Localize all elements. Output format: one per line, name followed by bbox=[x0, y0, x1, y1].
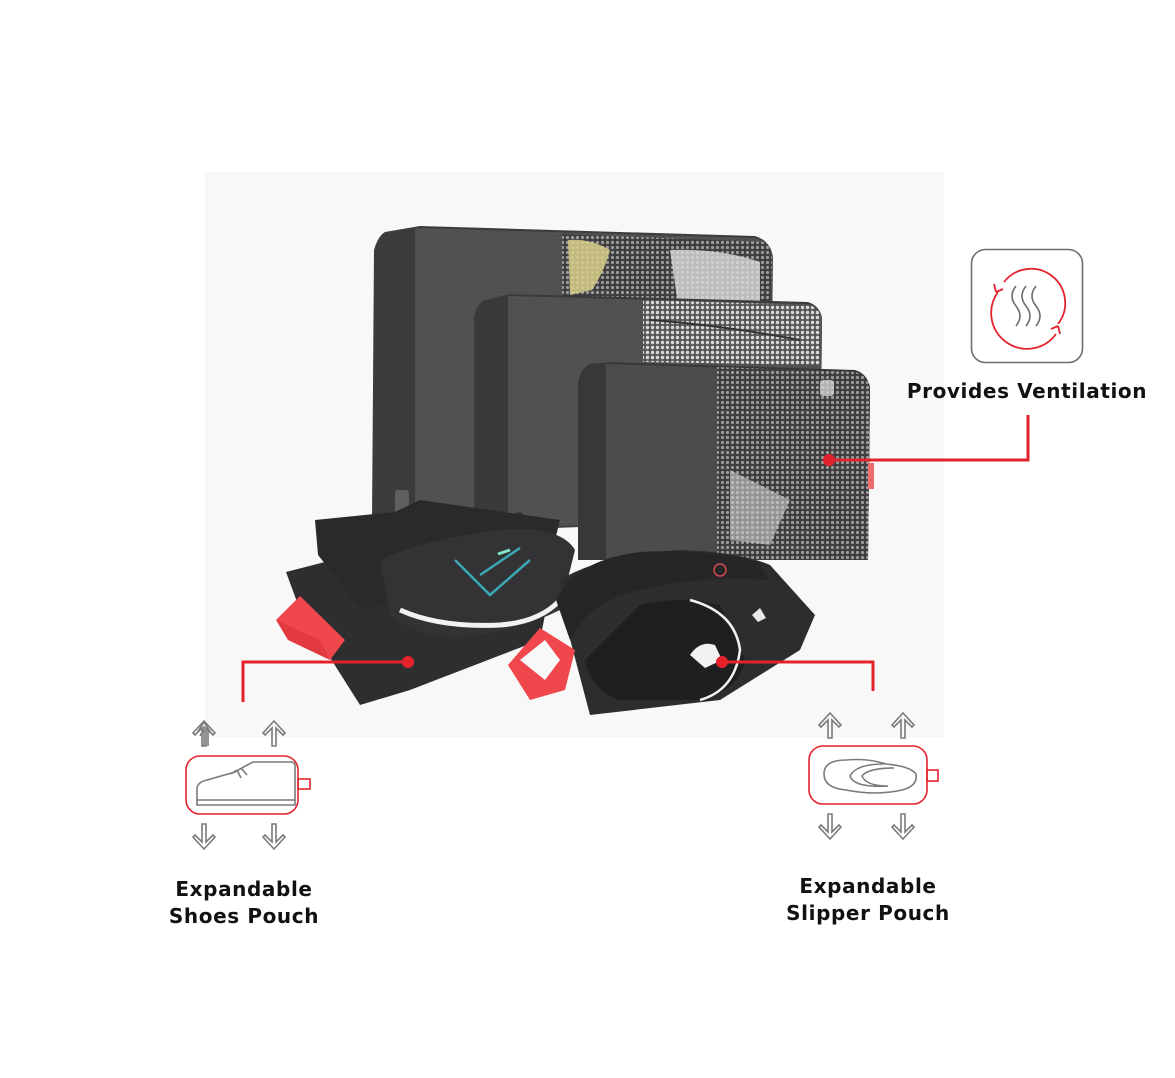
callout-lines bbox=[241, 415, 1030, 702]
small-packing-cube bbox=[578, 362, 874, 560]
ventilation-icon bbox=[970, 248, 1084, 364]
slipper-pouch-icon bbox=[806, 702, 940, 850]
slipper-pouch bbox=[508, 550, 815, 715]
shoes-pouch-label: Expandable Shoes Pouch bbox=[150, 876, 338, 930]
callout-dot-shoes bbox=[402, 656, 414, 668]
slipper-pouch-label: Expandable Slipper Pouch bbox=[770, 873, 966, 927]
callout-dot-slipper bbox=[716, 656, 728, 668]
callout-line-shoes bbox=[241, 660, 408, 702]
callout-line-ventilation bbox=[829, 415, 1030, 462]
callout-line-slipper bbox=[722, 660, 875, 691]
shoe-pouch-icon bbox=[183, 712, 313, 858]
slipper-pouch-label-line2: Slipper Pouch bbox=[786, 901, 950, 925]
shoe-pouch bbox=[276, 500, 575, 705]
ventilation-label: Provides Ventilation bbox=[906, 379, 1148, 403]
slipper-pouch-label-line1: Expandable bbox=[799, 874, 937, 898]
shoes-pouch-label-line2: Shoes Pouch bbox=[168, 904, 320, 928]
shoes-pouch-label-line1: Expandable bbox=[175, 877, 313, 901]
callout-dot-ventilation bbox=[823, 454, 835, 466]
